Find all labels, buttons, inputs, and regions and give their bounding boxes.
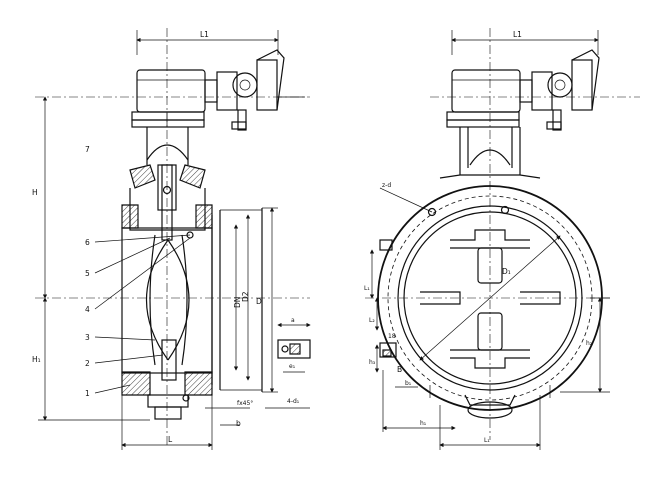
- dim-d2: D2: [241, 291, 250, 302]
- dim-l2: L₂: [369, 317, 375, 324]
- part-label-2: 2: [85, 359, 90, 368]
- dim-z-d: z-d: [382, 182, 391, 189]
- dim-h: H: [32, 188, 38, 197]
- dim-a: a: [291, 317, 295, 324]
- right-front-view: L1 z-d: [364, 28, 640, 450]
- dim-b: b: [236, 419, 241, 428]
- dim-l1-left: L1: [200, 30, 209, 39]
- dim-b-big: B: [397, 365, 402, 374]
- part-label-3: 3: [85, 333, 90, 342]
- dim-l-sub: L₁: [364, 285, 370, 292]
- part-label-6: 6: [85, 238, 90, 247]
- dim-e1: e₁: [289, 363, 296, 370]
- part-label-1: 1: [85, 389, 90, 398]
- dim-l: L: [168, 435, 173, 444]
- dim-angle: 18: [388, 333, 396, 340]
- part-label-7: 7: [85, 145, 90, 154]
- dim-bolt-holes: 4-d₁: [287, 398, 300, 405]
- part-label-4: 4: [85, 305, 90, 314]
- dim-l1-lower: L₁: [484, 437, 490, 444]
- dim-d1: D₁: [502, 267, 511, 276]
- dim-l1-right: L1: [513, 30, 522, 39]
- dim-chamfer: fx45°: [237, 400, 253, 407]
- dim-h2: h₂: [586, 340, 593, 347]
- left-section-view: L1: [32, 28, 311, 450]
- dim-b1: b₁: [405, 380, 412, 387]
- dim-h1-lower: h₁: [420, 420, 427, 427]
- part-label-5: 5: [85, 269, 90, 278]
- part-labels: 7 6 5 4 3 2 1: [85, 145, 191, 398]
- dim-h3: h₃: [369, 359, 376, 366]
- dim-dn: DN: [233, 297, 242, 308]
- dim-h1: H₁: [32, 355, 41, 364]
- dim-d: D: [256, 297, 262, 306]
